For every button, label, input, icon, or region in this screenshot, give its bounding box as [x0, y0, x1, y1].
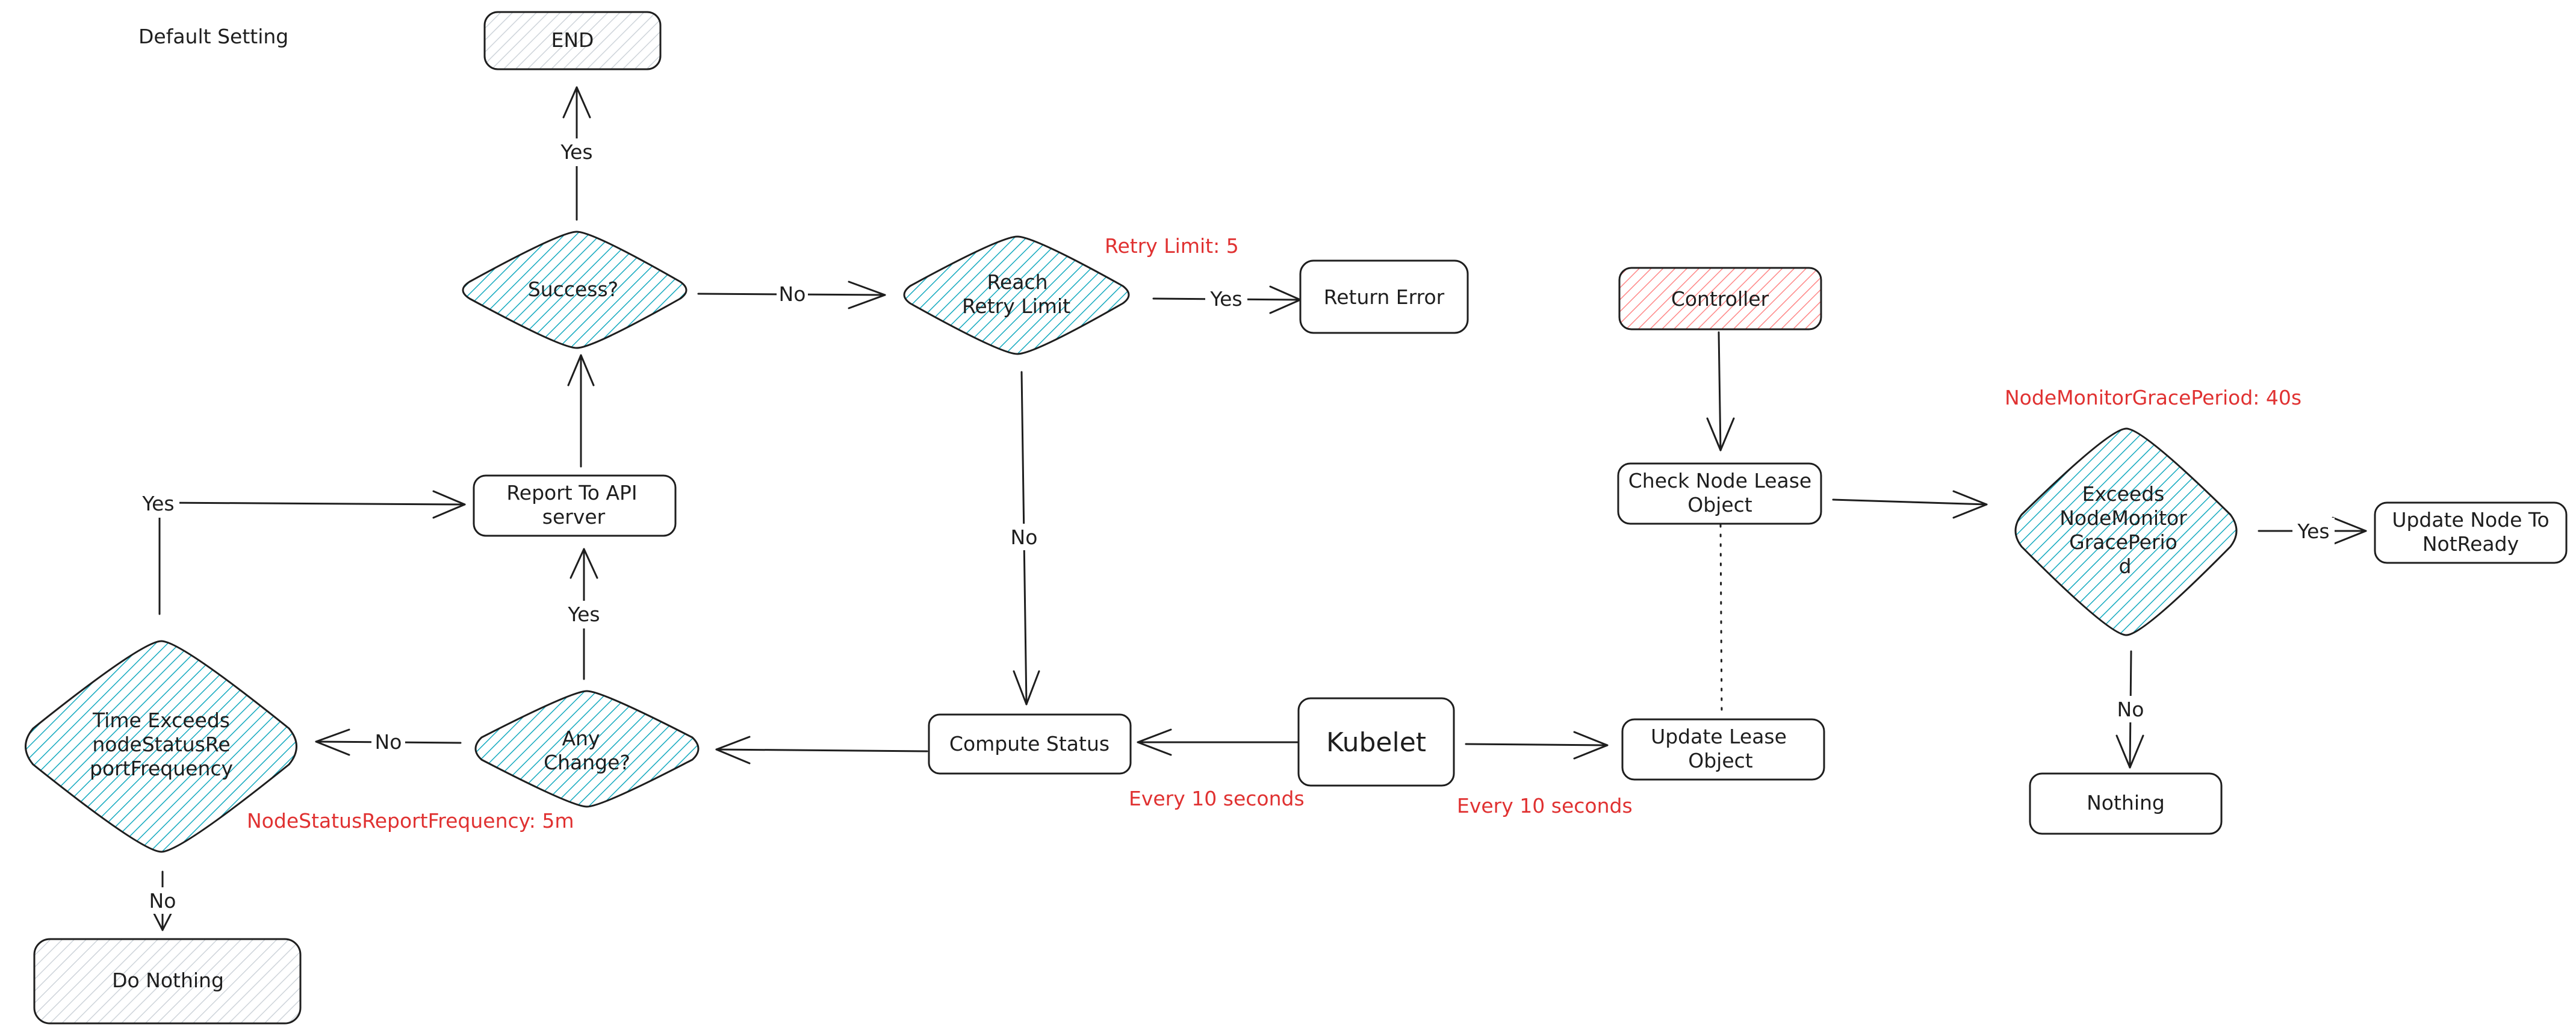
time-exceeds-decision-line3: portFrequency — [90, 757, 233, 780]
any-change-decision-line2: Change? — [544, 751, 630, 774]
annotation-node-monitor-grace-period: NodeMonitorGracePeriod: 40s — [2005, 386, 2301, 409]
return-error-node-label: Return Error — [1324, 285, 1445, 309]
edge-label-yes-end: Yes — [560, 140, 592, 164]
update-lease-node-line1: Update Lease — [1651, 725, 1787, 748]
compute-status-node-label: Compute Status — [949, 732, 1110, 755]
edge-kubelet-to-update-lease — [1465, 731, 1609, 760]
edge-label-yes-any-report: Yes — [567, 603, 600, 626]
edge-time-to-report — [158, 490, 466, 615]
update-node-node-line1: Update Node To — [2392, 508, 2549, 532]
exceeds-grace-decision-line3: GracePerio — [2069, 530, 2177, 554]
kubelet-node-label: Kubelet — [1326, 727, 1426, 758]
retry-limit-decision-line2: Retry Limit — [962, 294, 1070, 318]
diagram-title: Default Setting — [138, 25, 288, 48]
retry-limit-decision-line1: Reach — [987, 270, 1047, 294]
edge-label-no-success-retry: No — [779, 282, 806, 306]
report-api-node-line1: Report To API — [506, 481, 637, 504]
controller-node: Controller — [1618, 267, 1822, 330]
annotation-every-10-right: Every 10 seconds — [1457, 794, 1633, 817]
edge-label-yes-exceeds-update: Yes — [2297, 520, 2329, 543]
end-node: END — [483, 11, 662, 70]
retry-limit-decision: Reach Retry Limit — [903, 235, 1130, 355]
check-lease-node-line2: Object — [1687, 493, 1752, 516]
success-decision-label: Success? — [528, 278, 618, 301]
edge-label-yes-retry-error: Yes — [1209, 287, 1242, 311]
any-change-decision-line1: Any — [562, 727, 600, 750]
nothing-node-label: Nothing — [2087, 791, 2165, 814]
exceeds-grace-decision: Exceeds NodeMonitor GracePerio d — [2014, 427, 2238, 636]
edge-check-lease-to-exceeds — [1832, 490, 1988, 519]
do-nothing-node-label: Do Nothing — [112, 969, 224, 992]
do-nothing-node: Do Nothing — [33, 938, 302, 1025]
annotation-retry-limit: Retry Limit: 5 — [1105, 234, 1239, 258]
edge-controller-to-check-lease — [1706, 331, 1735, 451]
edge-compute-to-any — [715, 736, 928, 765]
annotation-node-status-report-frequency: NodeStatusReportFrequency: 5m — [247, 809, 574, 833]
exceeds-grace-decision-line1: Exceeds — [2082, 482, 2165, 506]
edge-label-no-any-time: No — [375, 730, 402, 754]
time-exceeds-decision: Time Exceeds nodeStatusRe portFrequency — [25, 640, 297, 853]
report-api-node: Report To API server — [473, 474, 677, 537]
check-lease-node-line1: Check Node Lease — [1628, 469, 1811, 492]
edge-check-lease-to-update-lease — [1719, 524, 1723, 718]
time-exceeds-decision-line1: Time Exceeds — [92, 709, 230, 732]
end-node-label: END — [551, 28, 594, 52]
update-node-node-line2: NotReady — [2422, 532, 2519, 556]
exceeds-grace-decision-line4: d — [2119, 554, 2132, 578]
edge-kubelet-to-compute — [1137, 728, 1302, 756]
success-decision: Success? — [462, 231, 687, 349]
edge-report-to-success — [567, 354, 595, 468]
edge-label-no-retry-compute: No — [1011, 526, 1038, 549]
controller-node-label: Controller — [1671, 287, 1769, 311]
report-api-node-line2: server — [542, 505, 606, 529]
exceeds-grace-decision-line2: NodeMonitor — [2059, 506, 2187, 530]
compute-status-node: Compute Status — [928, 713, 1132, 775]
edge-label-no-exceeds-nothing: No — [2117, 698, 2144, 721]
annotation-every-10-left: Every 10 seconds — [1129, 787, 1305, 810]
edge-label-yes-time-report: Yes — [141, 492, 174, 515]
return-error-node: Return Error — [1299, 259, 1469, 334]
edge-label-no-time-nothing: No — [149, 889, 176, 913]
update-node-node: Update Node To NotReady — [2374, 501, 2568, 564]
kubelet-node: Kubelet — [1297, 697, 1455, 787]
time-exceeds-decision-line2: nodeStatusRe — [92, 733, 230, 756]
update-lease-node: Update Lease Object — [1621, 718, 1825, 781]
update-lease-node-line2: Object — [1688, 749, 1753, 772]
any-change-decision: Any Change? — [474, 690, 700, 808]
check-lease-node: Check Node Lease Object — [1617, 462, 1822, 525]
nothing-node: Nothing — [2029, 772, 2223, 835]
